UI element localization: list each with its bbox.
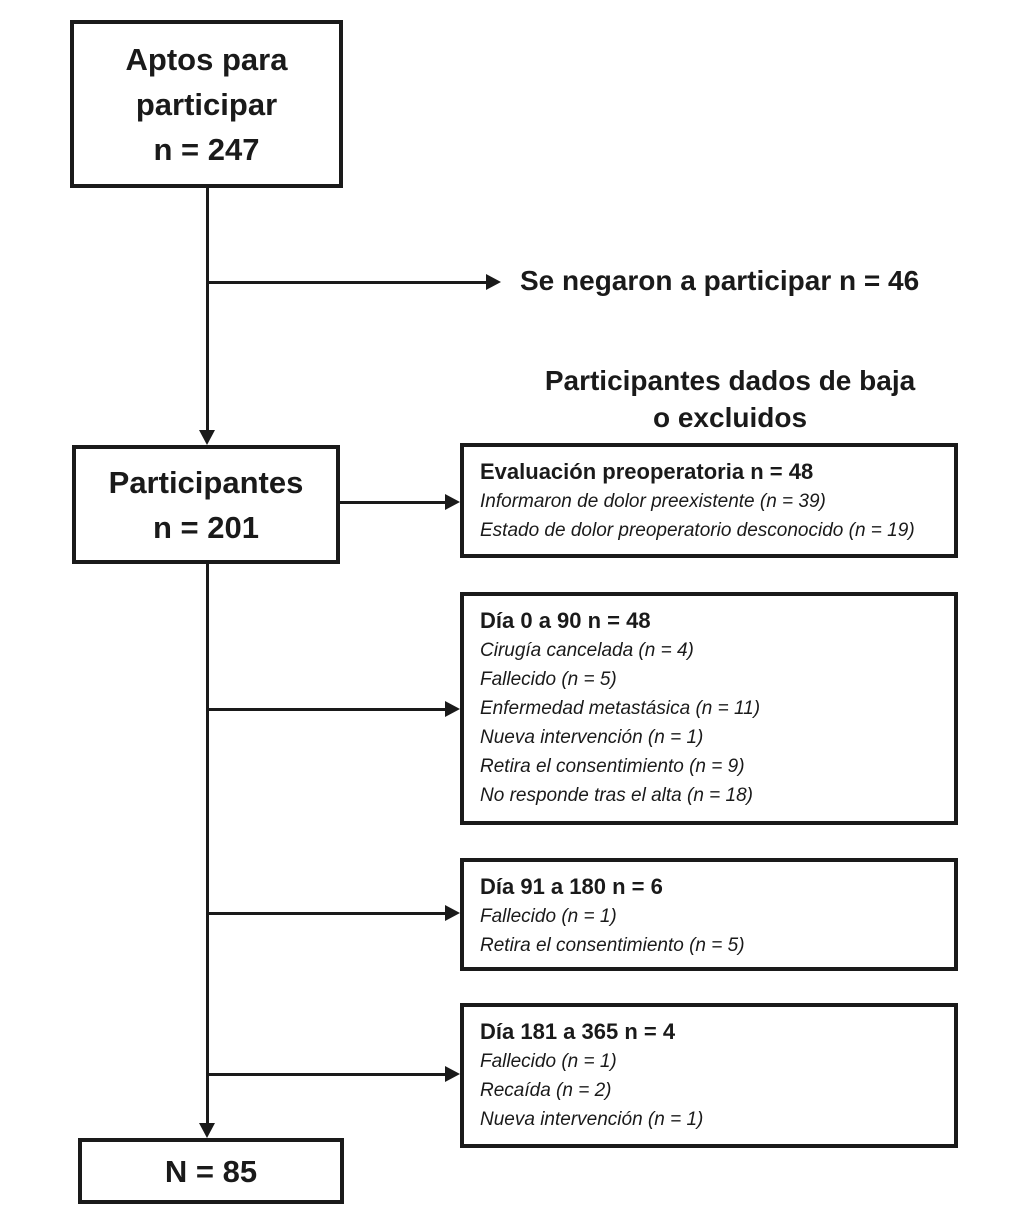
withdrawn-header-line1: Participantes dados de baja: [544, 365, 916, 396]
exclusion-item: Fallecido (n = 1): [480, 1051, 617, 1072]
exclusion-item: Nueva intervención (n = 1): [480, 727, 704, 748]
connector-exclusion-2: [206, 708, 446, 711]
exclusion-box-title: Día 91 a 180 n = 6: [480, 874, 663, 899]
exclusion-box-title: Día 0 a 90 n = 48: [480, 608, 651, 633]
arrow-right-icon: [445, 701, 460, 717]
exclusion-item: Enfermedad metastásica (n = 11): [480, 698, 761, 719]
exclusion-box-title: Evaluación preoperatoria n = 48: [480, 459, 814, 484]
final-count-box: N = 85: [78, 1138, 344, 1204]
eligible-box: Aptos para participar n = 247: [70, 20, 343, 188]
participants-box: Participantes n = 201: [72, 445, 340, 564]
arrow-down-icon: [199, 1123, 215, 1138]
final-count-label: N = 85: [164, 1153, 258, 1189]
exclusion-item: No responde tras el alta (n = 18): [480, 785, 754, 806]
exclusion-item: Fallecido (n = 1): [480, 906, 617, 927]
exclusion-item: Nueva intervención (n = 1): [480, 1109, 704, 1130]
arrow-right-icon: [445, 1066, 460, 1082]
exclusion-box-day-0-90: Día 0 a 90 n = 48 Cirugía cancelada (n =…: [460, 592, 958, 825]
exclusion-box-day-181-365: Día 181 a 365 n = 4 Fallecido (n = 1) Re…: [460, 1003, 958, 1148]
declined-label: Se negaron a participar n = 46: [520, 265, 920, 296]
arrow-right-icon: [445, 494, 460, 510]
eligible-box-line: participar: [135, 86, 278, 122]
exclusion-item: Fallecido (n = 5): [480, 669, 617, 690]
exclusion-item: Informaron de dolor preexistente (n = 39…: [480, 491, 826, 512]
exclusion-item: Retira el consentimiento (n = 5): [480, 935, 745, 956]
exclusion-item: Cirugía cancelada (n = 4): [480, 640, 694, 661]
withdrawn-header: Participantes dados de baja o excluidos: [440, 362, 1020, 436]
connector-exclusion-4: [206, 1073, 446, 1076]
exclusion-box-day-91-180: Día 91 a 180 n = 6 Fallecido (n = 1) Ret…: [460, 858, 958, 971]
withdrawn-header-line2: o excluidos: [652, 402, 808, 433]
arrow-right-icon: [445, 905, 460, 921]
arrow-down-icon: [199, 430, 215, 445]
exclusion-item: Retira el consentimiento (n = 9): [480, 756, 745, 777]
arrow-right-icon: [486, 274, 501, 290]
participants-box-line: Participantes: [108, 464, 304, 500]
connector-declined: [206, 281, 486, 284]
participants-box-line: n = 201: [153, 509, 259, 545]
exclusion-box-preoperative: Evaluación preoperatoria n = 48 Informar…: [460, 443, 958, 558]
exclusion-item: Recaída (n = 2): [480, 1080, 612, 1101]
connector-participants-to-final: [206, 564, 209, 1126]
connector-exclusion-3: [206, 912, 446, 915]
exclusion-box-title: Día 181 a 365 n = 4: [480, 1019, 676, 1044]
connector-eligible-to-participants: [206, 188, 209, 433]
eligible-box-line: Aptos para: [125, 41, 288, 77]
exclusion-item: Estado de dolor preoperatorio desconocid…: [480, 520, 915, 541]
eligible-box-line: n = 247: [153, 131, 260, 167]
connector-exclusion-1: [340, 501, 446, 504]
